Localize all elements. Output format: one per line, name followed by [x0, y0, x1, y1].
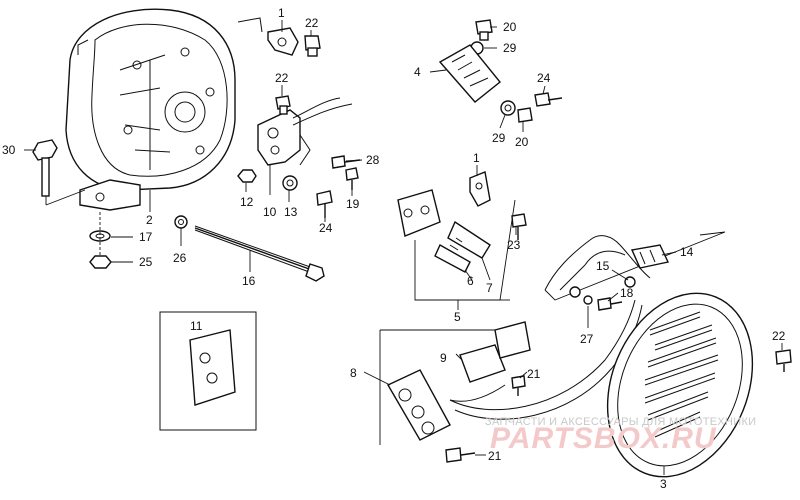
long-bolt-16 — [194, 225, 325, 282]
callout-19: 19 — [346, 197, 360, 211]
screw-28 — [331, 155, 361, 169]
callout-13: 13 — [284, 205, 298, 219]
callout-14: 14 — [680, 245, 694, 259]
brush-holder-assembly — [397, 189, 491, 273]
callout-21: 21 — [488, 449, 502, 463]
callout-28: 28 — [366, 153, 380, 167]
nut-12 — [237, 169, 257, 183]
callout-20: 20 — [515, 135, 529, 149]
screw-21-lower — [445, 447, 476, 463]
washer-26 — [174, 215, 188, 229]
screw-19 — [345, 167, 359, 190]
callout-9: 9 — [440, 351, 447, 365]
bolt-22-right — [775, 349, 792, 372]
clamp-1-mid — [469, 171, 491, 207]
bolt-20-top — [475, 19, 493, 41]
connector-4 — [438, 44, 501, 103]
screw-18 — [597, 297, 623, 311]
callout-2: 2 — [146, 213, 153, 227]
callout-22: 22 — [772, 329, 786, 343]
bolt-22-top — [304, 35, 321, 57]
callout-1: 1 — [473, 151, 480, 165]
callout-30: 30 — [2, 143, 16, 157]
callout-24: 24 — [537, 71, 551, 85]
inset-box-11 — [159, 311, 257, 431]
callout-11: 11 — [190, 319, 203, 333]
callout-5: 5 — [454, 310, 461, 324]
callout-29: 29 — [492, 131, 506, 145]
bolt-22-mid — [275, 95, 291, 115]
screw-24-top — [534, 92, 563, 107]
screw-23 — [511, 213, 527, 240]
cover-3 — [606, 292, 754, 478]
callout-6: 6 — [467, 274, 474, 288]
callout-4: 4 — [414, 65, 421, 79]
callout-18: 18 — [620, 286, 634, 300]
callout-1: 1 — [278, 6, 285, 20]
connector-14 — [630, 244, 670, 269]
washer-27 — [583, 295, 593, 305]
callout-10: 10 — [263, 205, 277, 219]
bracket-10 — [257, 97, 353, 195]
callout-8: 8 — [350, 366, 357, 380]
nut-25 — [89, 255, 112, 269]
watermark-tagline: ЗАПЧАСТИ И АКСЕССУАРЫ ДЛЯ МОТОТЕХНИКИ — [485, 416, 756, 428]
bolt-30 — [32, 139, 86, 206]
callout-3: 3 — [660, 477, 667, 491]
callout-15: 15 — [596, 259, 610, 273]
callout-25: 25 — [139, 255, 153, 269]
callout-26: 26 — [173, 251, 187, 265]
callout-17: 17 — [139, 230, 153, 244]
screw-24-mid — [316, 190, 333, 218]
watermark-brand: PARTSBOX.RU — [490, 422, 717, 455]
callout-16: 16 — [242, 274, 256, 288]
callout-24: 24 — [319, 221, 333, 235]
callout-12: 12 — [240, 195, 254, 209]
coil-9 — [449, 321, 531, 402]
washer-29-mid — [500, 100, 516, 116]
leader-lines — [24, 20, 783, 475]
washer-17 — [89, 230, 111, 242]
callout-20: 20 — [503, 20, 517, 34]
callout-23: 23 — [507, 238, 521, 252]
bolt-20-mid — [517, 107, 533, 123]
clamp-1-top — [237, 17, 299, 56]
callout-labels: 1 22 20 29 4 24 30 22 29 20 12 10 13 28 … — [2, 6, 786, 491]
callout-27: 27 — [580, 332, 594, 346]
callout-21: 21 — [527, 367, 541, 381]
washer-13 — [282, 175, 298, 191]
callout-22: 22 — [305, 16, 319, 30]
screw-21-upper — [511, 375, 526, 396]
callout-22: 22 — [275, 71, 289, 85]
stator-housing — [65, 8, 236, 211]
rectifier-8 — [387, 369, 451, 441]
callout-7: 7 — [486, 281, 493, 295]
callout-29: 29 — [503, 41, 517, 55]
